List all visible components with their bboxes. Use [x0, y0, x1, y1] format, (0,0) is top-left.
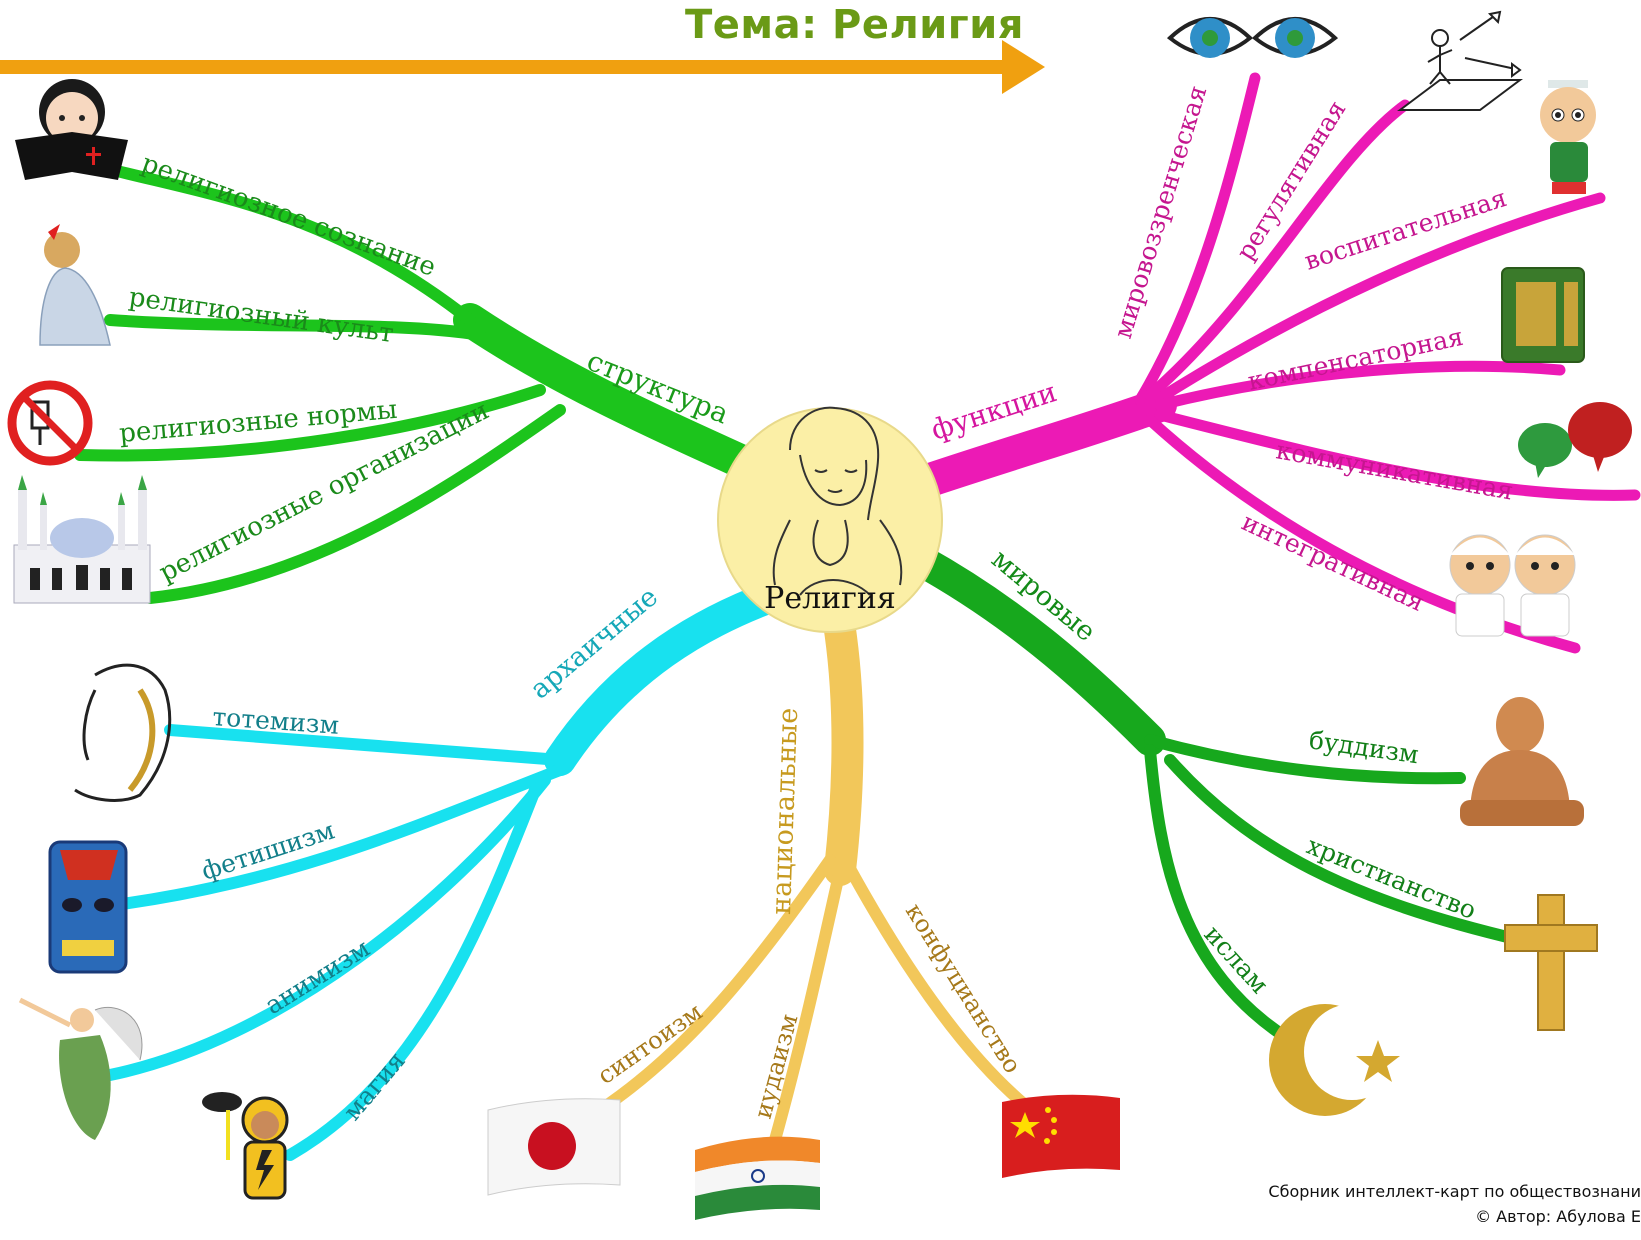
- praying-girl-icon: [39, 224, 111, 346]
- no-alcohol-sign-icon: [7, 380, 93, 466]
- center-node: Религия: [717, 406, 943, 633]
- function-item-worldview: мировоззренческая: [1108, 82, 1213, 342]
- archaic-item-animism: анимизм: [260, 933, 375, 1020]
- structure-item-consciousness: религиозное сознание: [138, 148, 440, 282]
- japan-flag-icon: [487, 1098, 621, 1196]
- speech-bubbles-icon: [1518, 402, 1632, 478]
- india-flag-icon: [695, 1136, 820, 1220]
- praying-person-icon: [772, 406, 903, 596]
- archaic-item-magic: магия: [337, 1046, 411, 1126]
- branch-world: [904, 544, 1526, 1046]
- function-item-communicative: коммуникативная: [1274, 435, 1515, 505]
- quran-book-icon: [1501, 267, 1585, 363]
- structure-item-cult: религиозный культ: [127, 282, 395, 349]
- buddha-icon: [1460, 697, 1584, 826]
- branch-structure: [74, 162, 777, 604]
- branch-label-national: национальные: [766, 707, 804, 915]
- footer-author: © Автор: Абулова Е: [1475, 1207, 1641, 1226]
- angel-icon: [18, 997, 143, 1140]
- branch-functions: [913, 72, 1641, 654]
- page-title: Тема: Религия: [685, 2, 1024, 48]
- two-boys-icon: [1449, 534, 1576, 637]
- title-arrow: [0, 40, 1045, 94]
- tiki-mask-icon: [48, 840, 128, 974]
- girl-reading-bible-icon: [15, 79, 128, 180]
- crossroads-arrows-icon: [1397, 10, 1523, 111]
- eyes-globe-icon: [1166, 17, 1339, 58]
- footer-collection-title: Сборник интеллект-карт по обществознани: [1268, 1182, 1641, 1201]
- boy-green-icon: [1540, 80, 1596, 194]
- branch-national: [594, 614, 1031, 1146]
- lightning-hero-icon: [202, 1092, 289, 1200]
- function-item-integrative: интегративная: [1237, 507, 1429, 617]
- christian-cross-icon: [1504, 894, 1598, 1031]
- crescent-star-icon: [1269, 1004, 1400, 1116]
- lion-totem-icon: [74, 663, 172, 802]
- mosque-icon: [13, 475, 151, 604]
- center-label: Религия: [764, 581, 896, 616]
- world-item-buddhism: буддизм: [1307, 725, 1420, 769]
- china-flag-icon: [1002, 1094, 1120, 1178]
